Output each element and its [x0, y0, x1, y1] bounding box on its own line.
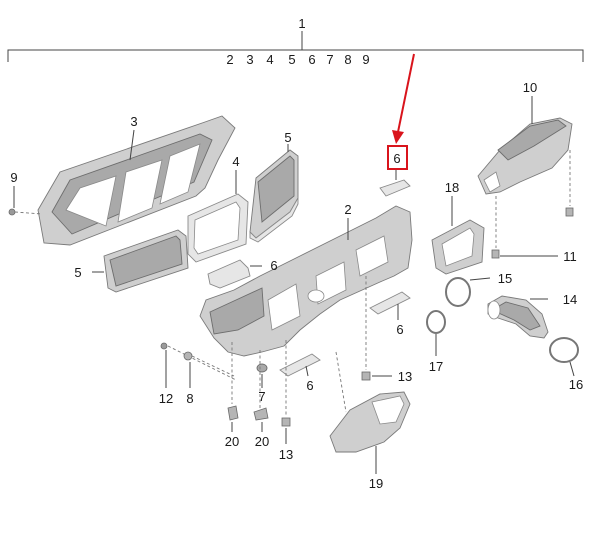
callout-15: 15	[498, 271, 512, 286]
callout-10: 10	[523, 80, 537, 95]
part-17-hose-clamp	[426, 310, 446, 356]
highlight-callout	[387, 53, 415, 170]
callout-7: 7	[258, 389, 265, 404]
part-2-main-housing	[199, 205, 413, 373]
callout-group-8: 8	[344, 52, 351, 67]
part-13-screw	[281, 276, 392, 444]
callout-8: 8	[186, 391, 193, 406]
callout-5-upper: 5	[284, 130, 291, 145]
callout-19: 19	[369, 476, 383, 491]
callout-group-4: 4	[266, 52, 273, 67]
callout-14: 14	[563, 292, 577, 307]
duct-alignment-line	[335, 351, 347, 413]
red-arrow	[397, 53, 415, 133]
part-6-clip-mid	[369, 291, 411, 320]
part-11-fastener	[491, 150, 574, 259]
callout-18: 18	[445, 180, 459, 195]
callout-1: 1	[298, 16, 305, 31]
callout-6-bottom: 6	[306, 378, 313, 393]
callout-2: 2	[344, 202, 351, 217]
part-14-hose	[487, 295, 549, 339]
callout-11: 11	[563, 249, 577, 264]
highlight-box	[387, 145, 408, 170]
part-9-screw	[8, 186, 43, 216]
callout-6-highlighted: 6	[393, 151, 400, 166]
callout-12: 12	[159, 391, 173, 406]
callout-group-9: 9	[362, 52, 369, 67]
part-16-hose-clamp	[549, 337, 579, 377]
part-3-intake-frame	[37, 115, 236, 246]
callout-3: 3	[130, 114, 137, 129]
callout-20-right: 20	[255, 434, 269, 449]
part-8-grommet	[183, 351, 235, 388]
callout-13-bottom: 13	[279, 447, 293, 462]
callout-6-left: 6	[270, 258, 277, 273]
callout-16: 16	[569, 377, 583, 392]
callout-group-2: 2	[226, 52, 233, 67]
part-15-hose-clamp	[445, 277, 491, 307]
part-4-seal-frame	[187, 170, 249, 263]
callout-20-left: 20	[225, 434, 239, 449]
callout-9: 9	[10, 170, 17, 185]
callout-group-7: 7	[326, 52, 333, 67]
part-12-screw	[160, 342, 237, 388]
callout-group-3: 3	[246, 52, 253, 67]
part-5-filter-upper	[249, 144, 299, 243]
callout-6-mid: 6	[396, 322, 403, 337]
callout-group-6: 6	[308, 52, 315, 67]
callout-4: 4	[232, 154, 239, 169]
callout-5-lower: 5	[74, 265, 81, 280]
part-6-clip-bottom	[279, 353, 321, 377]
part-20-bracket	[227, 342, 269, 432]
part-18-duct-adapter	[431, 196, 485, 275]
callout-group-5: 5	[288, 52, 295, 67]
part-10-intake-snorkel	[477, 96, 573, 195]
part-5-filter-lower	[92, 229, 189, 293]
assembly-bracket	[7, 31, 584, 62]
callout-13-right: 13	[398, 369, 412, 384]
part-6-clip-left	[207, 259, 262, 289]
part-19-lower-duct	[329, 391, 411, 474]
red-arrowhead	[392, 130, 404, 144]
part-6-clip-top	[379, 170, 411, 197]
callout-17: 17	[429, 359, 443, 374]
